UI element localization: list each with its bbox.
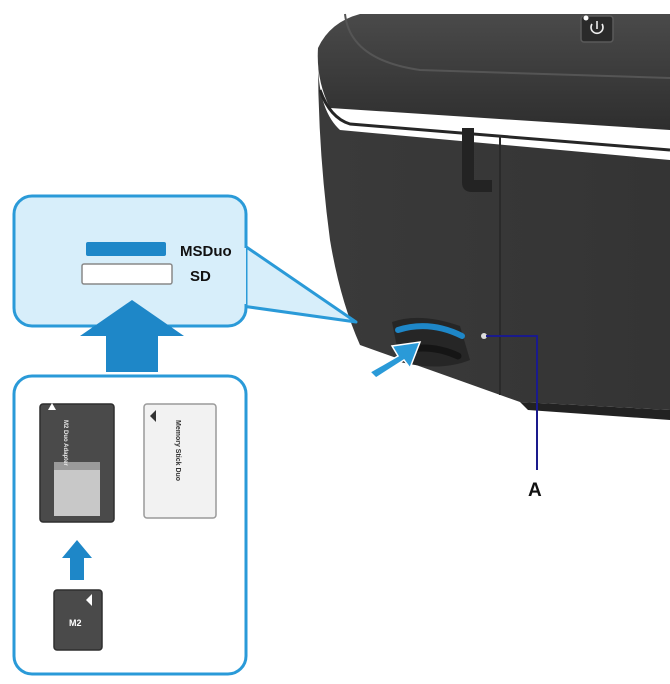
msduo-label: MSDuo: [180, 243, 232, 260]
sd-slot-bar: [81, 263, 173, 285]
sd-label: SD: [190, 268, 211, 285]
m2-card-text: M2: [69, 618, 82, 628]
access-lamp: [481, 333, 487, 339]
printer-handle-slot: [462, 128, 492, 192]
power-button: [580, 15, 614, 43]
m2-card: M2: [53, 589, 103, 651]
ms-duo-text: Memory Stick Duo: [174, 420, 181, 481]
printer: [317, 13, 670, 420]
callout-a-leader: [486, 335, 538, 470]
callout-a-label: A: [528, 480, 542, 501]
m2-duo-adapter-card: M2 Duo Adapter: [39, 403, 115, 523]
printer-lower-step: [520, 402, 670, 420]
m2-adapter-text: M2 Duo Adapter: [62, 420, 68, 466]
msduo-slot-highlight: [395, 323, 465, 339]
slot-zoom-callout: MSDuo SD: [12, 194, 358, 328]
printer-seam: [318, 89, 670, 152]
cards-box: M2 Duo Adapter Memory Stick Duo M2: [12, 374, 248, 676]
printer-lid-edge: [344, 13, 670, 79]
memory-stick-duo-card: Memory Stick Duo: [143, 403, 217, 519]
msduo-slot-bar: [86, 242, 166, 256]
power-icon: [590, 21, 604, 35]
insert-arrow-m2: [62, 540, 92, 580]
insert-arrow-slot: [368, 341, 422, 379]
insert-arrow-up: [80, 300, 184, 372]
